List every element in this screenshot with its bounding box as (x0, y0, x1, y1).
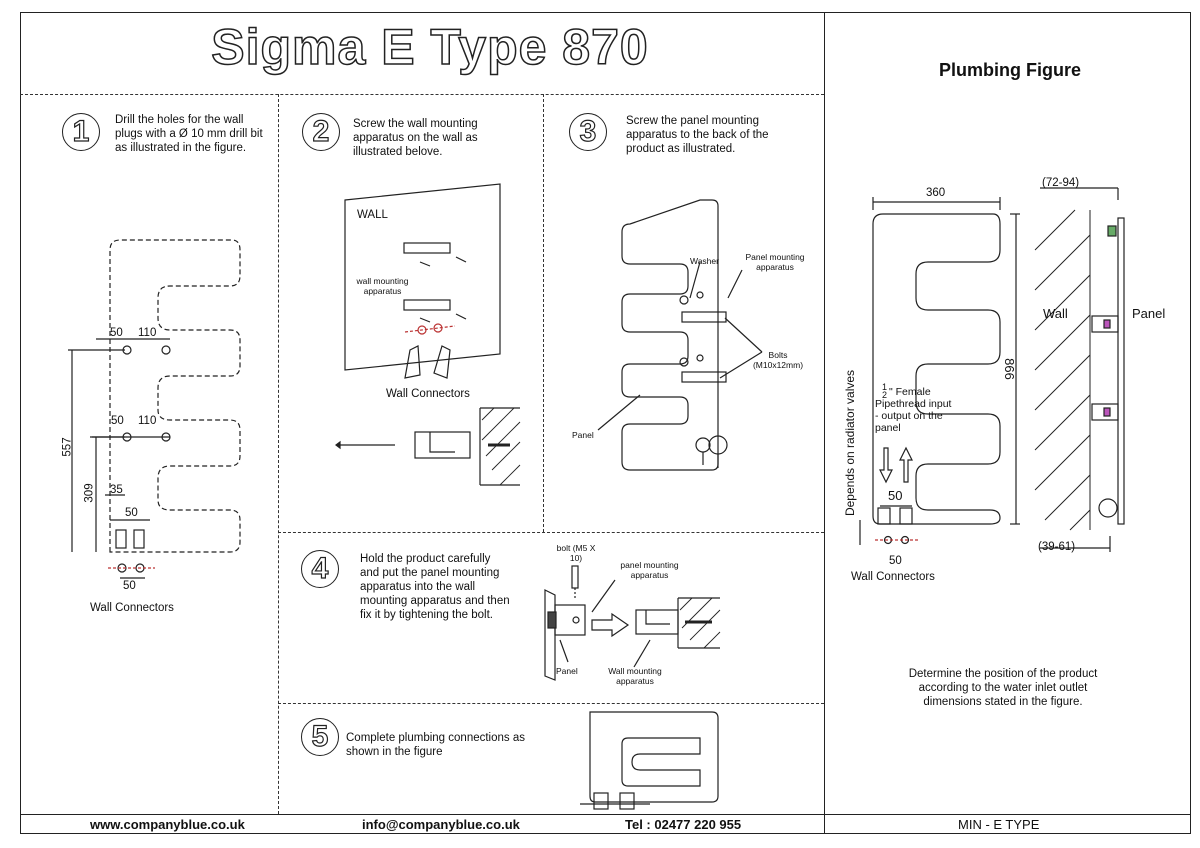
step4-bolt-label: bolt (M5 X 10) (556, 543, 596, 563)
plumbing-pipe-text: " Female Pipethread input - output on th… (875, 386, 952, 434)
step3-panel-label: Panel (572, 430, 594, 440)
step-1-number: 1 (62, 113, 100, 151)
plumbing-offset-bottom: (39-61) (1038, 541, 1076, 553)
step1-dim-309: 309 (83, 483, 96, 503)
step2-wall-label: WALL (357, 209, 388, 221)
col2-divider (543, 94, 544, 532)
footer-tel: Tel : 02477 220 955 (625, 817, 742, 832)
step1-dim-50a: 50 (110, 327, 123, 339)
plumbing-height-866: 866 (1001, 358, 1017, 380)
footer-model: MIN - E TYPE (958, 817, 1040, 832)
step1-dim-557: 557 (61, 437, 74, 457)
step2-connectors-label: Wall Connectors (386, 388, 470, 400)
plumbing-divider (824, 12, 825, 834)
step4-panel (544, 589, 556, 681)
plumbing-wall-label: Wall (1043, 306, 1068, 321)
step3-washer-label: Washer (690, 256, 719, 266)
step-5-number: 5 (301, 718, 339, 756)
step-5-text: Complete plumbing connections as shown i… (346, 732, 525, 758)
step-2-number: 2 (302, 113, 340, 151)
step4-panel-mounting-label: panel mounting apparatus (620, 560, 679, 580)
step1-radiator-outline (109, 239, 241, 553)
page-title: Sigma E Type 870 (211, 18, 649, 76)
page-frame (20, 12, 1191, 834)
pipe-fraction: 1 2 (882, 382, 888, 400)
step2-apparatus-label: wall mounting apparatus (356, 276, 409, 296)
plumbing-panel-label: Panel (1132, 306, 1166, 321)
row3-divider (278, 703, 824, 704)
step2-wall-board (344, 183, 501, 371)
step3-radiator (621, 199, 719, 471)
plumbing-connectors-label: Wall Connectors (851, 571, 935, 583)
step1-dim-35: 35 (110, 484, 123, 496)
plumbing-spacing-50-top: 50 (888, 488, 903, 503)
plumbing-radiator (872, 213, 1001, 525)
pipe-fraction-numerator: 1 (882, 382, 888, 392)
plumbing-offset-top: (72-94) (1042, 177, 1080, 189)
step1-dim-50b: 50 (111, 415, 124, 427)
step1-dim-50d: 50 (123, 580, 136, 592)
step3-bolts-label: Bolts (M10x12mm) (752, 350, 804, 370)
step1-dim-110b: 110 (138, 415, 157, 427)
pipe-fraction-denominator: 2 (882, 390, 888, 400)
footer-website: www.companyblue.co.uk (90, 817, 245, 832)
step1-wall-connectors-caption: Wall Connectors (90, 602, 174, 614)
footer-divider (20, 814, 1191, 815)
step-3-number: 3 (569, 113, 607, 151)
plumbing-figure-title: Plumbing Figure (939, 60, 1081, 80)
footer-email: info@companyblue.co.uk (362, 817, 520, 832)
step-1-text: Drill the holes for the wall plugs with … (115, 114, 263, 154)
col1-divider (278, 94, 279, 814)
step-2-text: Screw the wall mounting apparatus on the… (353, 118, 478, 158)
step-4-text: Hold the product carefully and put the p… (360, 553, 510, 621)
step-4-number: 4 (301, 550, 339, 588)
plumbing-note: Determine the position of the product ac… (908, 668, 1098, 708)
step3-panel-mounting-label: Panel mounting apparatus (745, 252, 805, 272)
plumbing-spacing-50: 50 (889, 555, 902, 567)
step-3-text: Screw the panel mounting apparatus to th… (626, 115, 769, 155)
step5-radiator (589, 711, 719, 803)
step4-panel-label: Panel (556, 666, 578, 676)
plumbing-valves-label: Depends on radiator valves (843, 369, 857, 517)
step4-wall-mounting-label: Wall mounting apparatus (608, 666, 662, 686)
step1-dim-50c: 50 (125, 507, 138, 519)
row2-divider (278, 532, 824, 533)
plumbing-width-360: 360 (926, 187, 946, 199)
step1-dim-110a: 110 (138, 327, 157, 339)
title-divider (20, 94, 824, 95)
